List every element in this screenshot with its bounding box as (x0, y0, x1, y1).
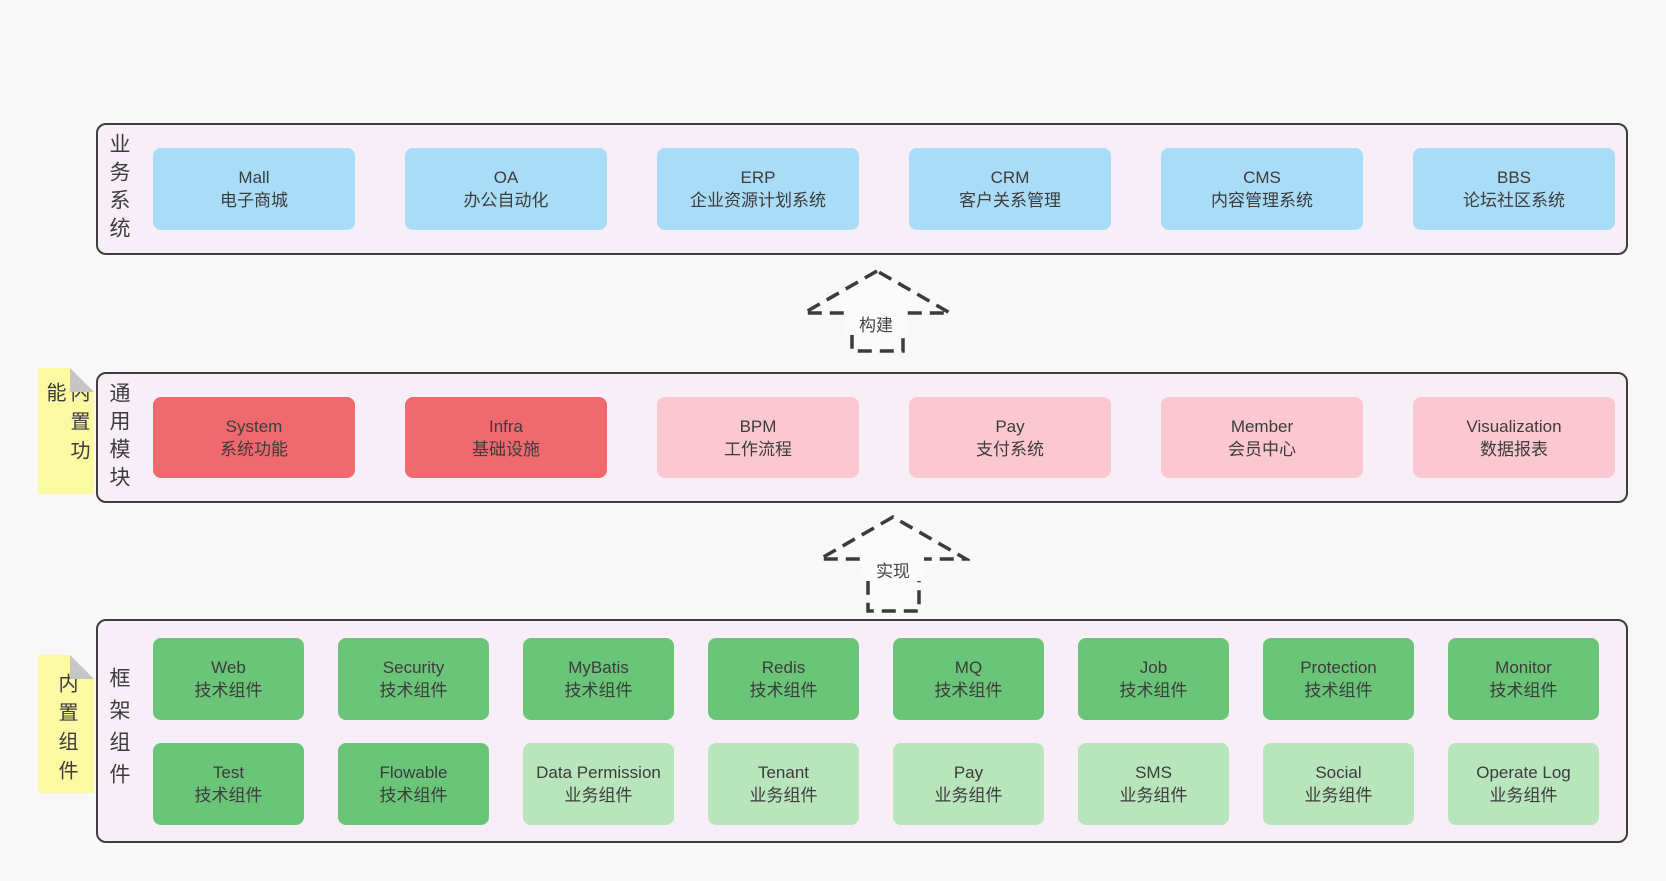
box-mq: MQ 技术组件 (893, 638, 1044, 720)
box-name: Job (1139, 658, 1168, 677)
box-name: SMS (1135, 763, 1172, 782)
box-name: Operate Log (1476, 763, 1571, 782)
box-sub: 系统功能 (220, 439, 288, 459)
box-data-permission: Data Permission 业务组件 (523, 743, 674, 825)
box-protection: Protection 技术组件 (1263, 638, 1414, 720)
box-system: System 系统功能 (153, 397, 355, 478)
box-sub: 技术组件 (379, 786, 448, 805)
business-layer-label: 业务系统 (107, 133, 130, 245)
box-name: BBS (1496, 168, 1532, 187)
box-name: Mall (238, 168, 270, 187)
box-name: Social (1315, 763, 1362, 782)
box-visualization: Visualization 数据报表 (1413, 397, 1615, 478)
modules-layer-label: 通用模块 (107, 381, 130, 494)
box-name: CMS (1243, 168, 1281, 187)
box-erp: ERP 企业资源计划系统 (657, 148, 859, 230)
box-name: Tenant (757, 763, 810, 782)
box-sub: 技术组件 (194, 786, 263, 805)
box-sub: 办公自动化 (463, 191, 549, 210)
box-pay-component: Pay 业务组件 (893, 743, 1044, 825)
box-name: Monitor (1495, 658, 1552, 677)
box-flowable: Flowable 技术组件 (338, 743, 489, 825)
box-cms: CMS 内容管理系统 (1161, 148, 1363, 230)
box-job: Job 技术组件 (1078, 638, 1229, 720)
sticky-note-built-in-features: 内置功能 (38, 368, 94, 494)
box-sub: 技术组件 (564, 681, 633, 700)
box-name: Data Permission (536, 763, 661, 782)
box-sub: 业务组件 (564, 786, 633, 805)
box-sub: 业务组件 (1119, 786, 1188, 805)
box-sub: 支付系统 (976, 439, 1044, 459)
box-sub: 数据报表 (1480, 439, 1548, 459)
box-infra: Infra 基础设施 (405, 397, 607, 478)
box-sub: 技术组件 (1489, 681, 1558, 700)
box-sub: 技术组件 (934, 681, 1003, 700)
box-crm: CRM 客户关系管理 (909, 148, 1111, 230)
box-mybatis: MyBatis 技术组件 (523, 638, 674, 720)
box-sms: SMS 业务组件 (1078, 743, 1229, 825)
box-sub: 内容管理系统 (1211, 191, 1313, 210)
box-web: Web 技术组件 (153, 638, 304, 720)
box-redis: Redis 技术组件 (708, 638, 859, 720)
box-name: Pay (995, 416, 1025, 436)
box-name: Test (212, 763, 245, 782)
box-security: Security 技术组件 (338, 638, 489, 720)
box-sub: 技术组件 (1304, 681, 1373, 700)
common-modules-layer: 通用模块 System 系统功能 Infra 基础设施 BPM 工作流程 Pay… (96, 372, 1628, 503)
box-name: BPM (739, 416, 777, 436)
box-name: MyBatis (568, 658, 629, 677)
box-sub: 业务组件 (1304, 786, 1373, 805)
box-name: Protection (1300, 658, 1377, 677)
implement-arrow-label: 实现 (862, 557, 924, 581)
box-sub: 基础设施 (472, 439, 540, 459)
box-bpm: BPM 工作流程 (657, 397, 859, 478)
components-layer-label: 框架组件 (107, 667, 130, 795)
box-name: MQ (954, 658, 983, 677)
box-sub: 电子商城 (220, 191, 288, 210)
box-sub: 会员中心 (1228, 439, 1296, 459)
box-member: Member 会员中心 (1161, 397, 1363, 478)
box-sub: 工作流程 (724, 439, 792, 459)
box-sub: 业务组件 (749, 786, 818, 805)
box-tenant: Tenant 业务组件 (708, 743, 859, 825)
box-name: Web (211, 658, 246, 677)
box-sub: 业务组件 (1489, 786, 1558, 805)
box-name: Visualization (1466, 416, 1562, 436)
box-name: CRM (990, 168, 1030, 187)
box-name: ERP (740, 168, 776, 187)
box-sub: 客户关系管理 (959, 191, 1061, 210)
box-name: OA (493, 168, 519, 187)
box-name: Redis (761, 658, 806, 677)
box-sub: 论坛社区系统 (1463, 191, 1565, 210)
sticky-note-built-in-components: 内置组件 (38, 655, 94, 793)
framework-components-layer: 框架组件 Web 技术组件 Security 技术组件 MyBatis 技术组件… (96, 619, 1628, 843)
box-pay-module: Pay 支付系统 (909, 397, 1111, 478)
box-name: Pay (953, 763, 984, 782)
box-name: Flowable (379, 763, 448, 782)
box-social: Social 业务组件 (1263, 743, 1414, 825)
box-sub: 技术组件 (194, 681, 263, 700)
box-monitor: Monitor 技术组件 (1448, 638, 1599, 720)
box-sub: 技术组件 (749, 681, 818, 700)
box-mall: Mall 电子商城 (153, 148, 355, 230)
box-sub: 业务组件 (934, 786, 1003, 805)
build-arrow-label: 构建 (845, 311, 907, 335)
box-sub: 技术组件 (379, 681, 448, 700)
box-oa: OA 办公自动化 (405, 148, 607, 230)
box-name: Infra (488, 416, 524, 436)
box-name: Member (1230, 416, 1294, 436)
box-operate-log: Operate Log 业务组件 (1448, 743, 1599, 825)
box-name: System (225, 416, 283, 436)
box-sub: 企业资源计划系统 (690, 191, 826, 210)
business-systems-layer: 业务系统 Mall 电子商城 OA 办公自动化 ERP 企业资源计划系统 CRM… (96, 123, 1628, 255)
box-name: Security (382, 658, 445, 677)
box-bbs: BBS 论坛社区系统 (1413, 148, 1615, 230)
box-sub: 技术组件 (1119, 681, 1188, 700)
box-test: Test 技术组件 (153, 743, 304, 825)
